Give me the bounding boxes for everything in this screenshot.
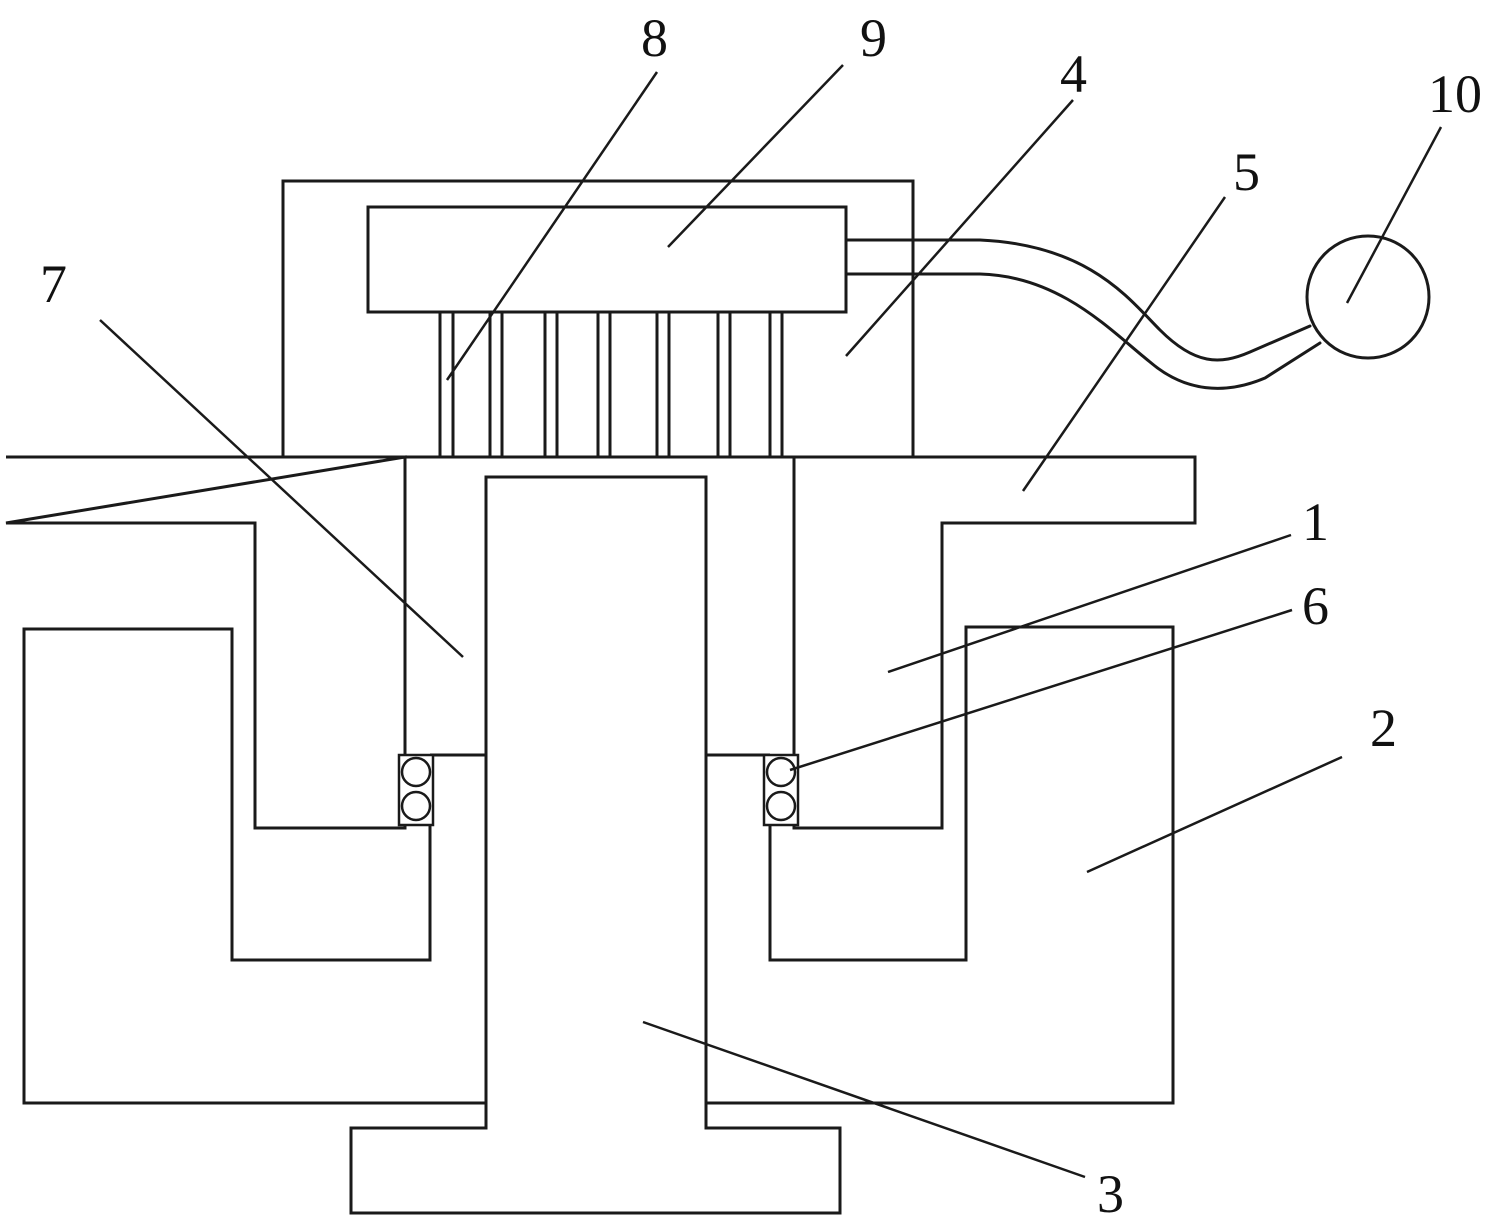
- label-3: 3: [1097, 1164, 1124, 1224]
- cable-lower: [846, 274, 1320, 388]
- leader-line-1: [888, 535, 1291, 672]
- leader-line-6: [790, 610, 1292, 770]
- label-7: 7: [40, 254, 67, 314]
- label-6: 6: [1302, 576, 1329, 636]
- bearing-left-ball-top: [402, 758, 430, 786]
- label-10: 10: [1428, 64, 1482, 124]
- bearing-right-ball-top: [767, 758, 795, 786]
- cable-upper: [846, 240, 1310, 360]
- label-2: 2: [1370, 698, 1397, 758]
- label-8: 8: [641, 8, 668, 68]
- rotor-flange-plate: [6, 457, 1195, 828]
- bearing-right-ball-bottom: [767, 792, 795, 820]
- leader-line-9: [668, 65, 843, 247]
- external-unit-circle: [1307, 236, 1429, 358]
- label-1: 1: [1302, 492, 1329, 552]
- label-4: 4: [1060, 44, 1087, 104]
- leader-line-2: [1087, 757, 1342, 872]
- bearing-left-ball-bottom: [402, 792, 430, 820]
- leader-line-8: [447, 72, 657, 380]
- leader-line-4: [846, 100, 1073, 356]
- label-5: 5: [1233, 142, 1260, 202]
- leader-line-5: [1023, 197, 1225, 491]
- rod-array: [440, 312, 782, 457]
- leader-line-3: [643, 1022, 1085, 1177]
- inner-block: [368, 207, 846, 312]
- label-9: 9: [860, 8, 887, 68]
